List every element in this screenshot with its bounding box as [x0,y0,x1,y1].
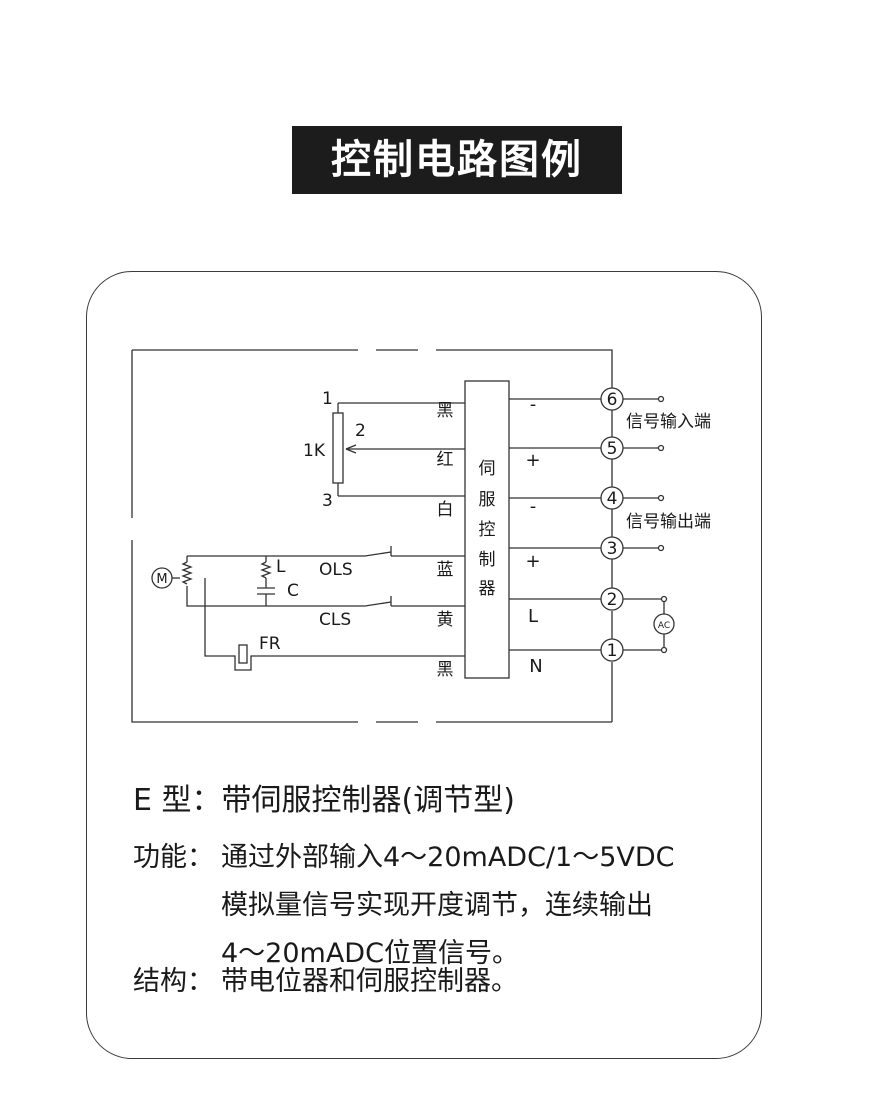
controller-char-4: 制 [479,550,496,570]
ols-label: OLS [319,560,353,580]
servo-controller-box [464,380,510,679]
signal-output-label: 信号输出端 [626,512,711,532]
wire-color-5: 黄 [437,610,454,630]
wire-color-1: 黑 [437,401,454,421]
controller-char-3: 控 [479,520,496,540]
terminal-3: 3 [607,539,618,559]
cls-switch [266,596,465,607]
wire-color-2: 红 [437,450,454,470]
ac-label: AC [658,621,670,631]
ac-source [653,613,675,635]
structure-description: 结构： 带电位器和伺服控制器。 [133,958,518,1006]
sign-5: L [528,606,538,627]
sign-4: + [525,551,540,572]
pot-value: 1K [303,441,326,461]
potentiometer [332,412,344,484]
controller-char-2: 服 [479,490,496,510]
pot-pin-3: 3 [322,491,333,511]
pot-pin-1: 1 [322,389,333,409]
terminal-2: 2 [607,590,618,610]
terminal-4: 4 [607,489,618,509]
terminal-5: 5 [607,439,618,459]
sign-6: N [529,656,542,677]
page-title: 控制电路图例 [292,126,622,194]
function-line-3: 4～20mADC位置信号。 [221,938,519,969]
signal-input-label: 信号输入端 [626,412,711,432]
fr-element [238,644,248,664]
terminal-1: 1 [607,641,618,661]
fr-label: FR [259,634,281,654]
diagram-type-heading: E 型：带伺服控制器(调节型) [133,783,515,818]
sign-1: - [530,394,537,415]
structure-label: 结构： [133,966,214,997]
sign-3: - [530,496,537,517]
terminal-6: 6 [607,390,618,410]
sign-2: + [525,450,540,471]
function-label: 功能： [133,842,214,873]
capacitor [257,578,275,606]
controller-char-1: 伺 [479,459,496,479]
function-line-1: 通过外部输入4～20mADC/1～5VDC [221,842,675,873]
wire-color-3: 白 [437,500,454,520]
wire-color-6: 黑 [437,660,454,680]
function-line-2: 模拟量信号实现开度调节，连续输出 [221,890,653,921]
inductor-label: L [276,557,286,577]
structure-text: 带电位器和伺服控制器。 [221,966,518,997]
pot-pin-2: 2 [355,421,366,441]
wire-color-4: 蓝 [437,560,454,580]
controller-char-5: 器 [479,579,496,599]
motor-label: M [156,572,167,587]
diagram-card [86,271,762,1059]
inductor [260,561,272,579]
capacitor-label: C [287,581,299,601]
cls-label: CLS [319,610,351,630]
ols-switch [266,546,465,557]
function-description: 功能： 通过外部输入4～20mADC/1～5VDC 模拟量信号实现开度调节，连续… [133,834,675,969]
